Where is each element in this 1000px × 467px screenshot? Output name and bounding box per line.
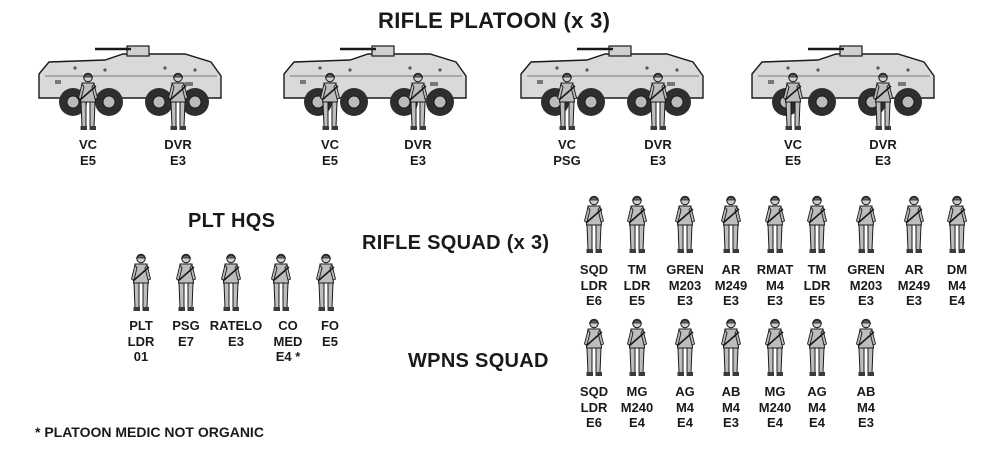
vehicle-3-dvr-label: DVR E3 (644, 137, 672, 168)
soldier-icon-co-med (270, 253, 292, 313)
wpns-squad-label-3: AG M4 E4 (675, 384, 695, 430)
rifle-squad-label-9: DM M4 E4 (946, 262, 968, 308)
wpns-squad-label-5: MG M240 E4 (758, 384, 792, 430)
soldier-icon-rs-9 (946, 195, 968, 255)
soldier-icon-rs-6 (806, 195, 828, 255)
soldier-icon-fo (315, 253, 337, 313)
rifle-squad-label-6: TM LDR E5 (803, 262, 831, 308)
rifle-squad-label-4: AR M249 E3 (714, 262, 748, 308)
soldier-icon-plt-ldr (130, 253, 152, 313)
wpns-squad-label-4: AB M4 E3 (721, 384, 741, 430)
title-plt-hqs: PLT HQS (188, 210, 276, 232)
vehicle-icon-2 (280, 40, 470, 118)
wpns-squad-label-1: SQD LDR E6 (579, 384, 609, 430)
soldier-icon-rs-8 (903, 195, 925, 255)
vehicle-icon-3 (517, 40, 707, 118)
rifle-squad-label-7: GREN M203 E3 (847, 262, 885, 308)
vehicle-4-vc-label: VC E5 (783, 137, 803, 168)
soldier-icon-ws-7 (855, 318, 877, 378)
vehicle-2-dvr-label: DVR E3 (404, 137, 432, 168)
footnote: * PLATOON MEDIC NOT ORGANIC (35, 424, 264, 440)
plt-hqs-label-5: FO E5 (320, 318, 340, 349)
soldier-icon-rs-4 (720, 195, 742, 255)
soldier-icon-dvr-3 (647, 72, 669, 132)
soldier-icon-ws-4 (720, 318, 742, 378)
soldier-icon-ws-5 (764, 318, 786, 378)
wpns-squad-label-6: AG M4 E4 (807, 384, 827, 430)
title-rifle-squad: RIFLE SQUAD (x 3) (362, 232, 550, 254)
soldier-icon-dvr-1 (167, 72, 189, 132)
vehicle-icon-1 (35, 40, 225, 118)
plt-hqs-label-3: RATELO E3 (209, 318, 263, 349)
vehicle-icon-4 (748, 40, 938, 118)
wpns-squad-label-7: AB M4 E3 (856, 384, 876, 430)
soldier-icon-rs-5 (764, 195, 786, 255)
rifle-squad-label-5: RMAT M4 E3 (756, 262, 794, 308)
soldier-icon-ws-2 (626, 318, 648, 378)
soldier-icon-vc-2 (319, 72, 341, 132)
plt-hqs-label-4: CO MED E4 * (273, 318, 303, 364)
soldier-icon-rs-3 (674, 195, 696, 255)
vehicle-3-vc-label: VC PSG (553, 137, 581, 168)
wpns-squad-label-2: MG M240 E4 (620, 384, 654, 430)
soldier-icon-dvr-4 (872, 72, 894, 132)
soldier-icon-vc-1 (77, 72, 99, 132)
vehicle-2-vc-label: VC E5 (320, 137, 340, 168)
vehicle-4-dvr-label: DVR E3 (869, 137, 897, 168)
rifle-squad-label-3: GREN M203 E3 (666, 262, 704, 308)
soldier-icon-vc-3 (556, 72, 578, 132)
rifle-squad-label-1: SQD LDR E6 (579, 262, 609, 308)
vehicle-1-dvr-label: DVR E3 (164, 137, 192, 168)
soldier-icon-ratelo (220, 253, 242, 313)
rifle-squad-label-2: TM LDR E5 (623, 262, 651, 308)
title-rifle-platoon: RIFLE PLATOON (x 3) (378, 8, 611, 33)
soldier-icon-vc-4 (782, 72, 804, 132)
soldier-icon-rs-2 (626, 195, 648, 255)
soldier-icon-dvr-2 (407, 72, 429, 132)
soldier-icon-rs-1 (583, 195, 605, 255)
soldier-icon-psg (175, 253, 197, 313)
rifle-squad-label-8: AR M249 E3 (897, 262, 931, 308)
soldier-icon-ws-3 (674, 318, 696, 378)
soldier-icon-ws-6 (806, 318, 828, 378)
title-wpns-squad: WPNS SQUAD (408, 350, 549, 372)
soldier-icon-rs-7 (855, 195, 877, 255)
plt-hqs-label-1: PLT LDR 01 (127, 318, 155, 364)
soldier-icon-ws-1 (583, 318, 605, 378)
vehicle-1-vc-label: VC E5 (78, 137, 98, 168)
plt-hqs-label-2: PSG E7 (172, 318, 200, 349)
